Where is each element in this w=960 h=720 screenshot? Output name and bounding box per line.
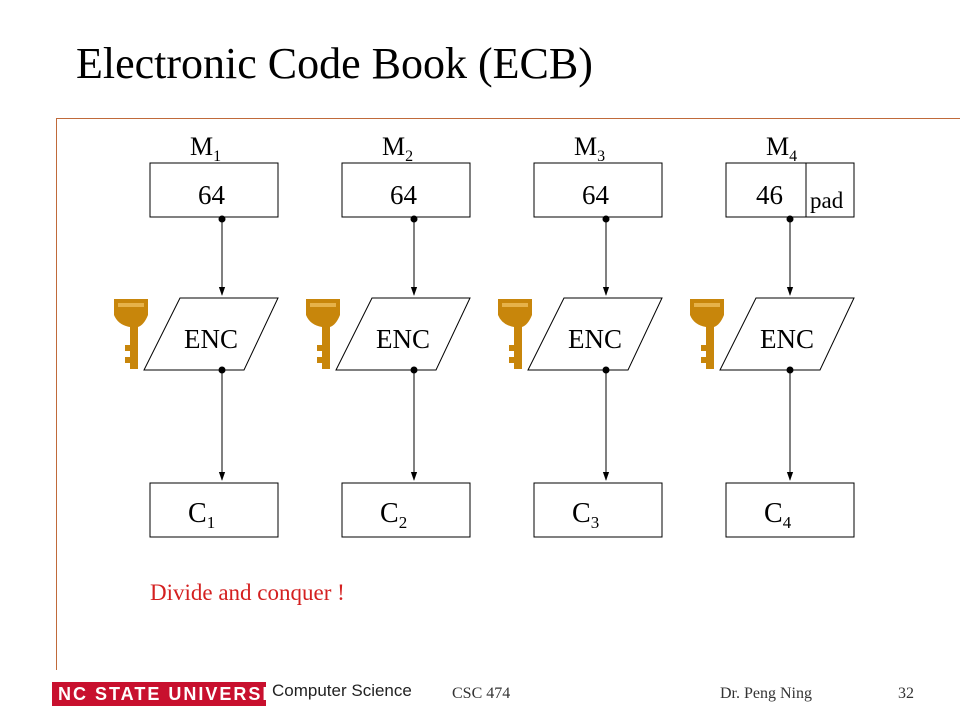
block-size-label: 46 — [756, 180, 783, 210]
enc-box — [527, 297, 663, 371]
cipher-block — [149, 482, 279, 538]
pad-label: pad — [810, 188, 844, 213]
key-icon — [306, 299, 340, 369]
enc-label: ENC — [568, 324, 622, 354]
enc-label: ENC — [184, 324, 238, 354]
title-rule — [56, 118, 960, 119]
cipher-label: C1 — [188, 498, 215, 532]
message-block — [533, 162, 663, 218]
block-size-label: 64 — [390, 180, 418, 210]
author-name: Dr. Peng Ning — [720, 685, 812, 702]
cipher-label: C2 — [380, 498, 407, 532]
key-icon — [114, 299, 148, 369]
tagline: Divide and conquer ! — [150, 580, 345, 605]
message-block — [149, 162, 279, 218]
enc-box — [335, 297, 471, 371]
message-label: M1 — [190, 132, 221, 165]
message-block — [725, 162, 855, 218]
key-icon — [498, 299, 532, 369]
page-number: 32 — [898, 685, 914, 702]
message-label: M3 — [574, 132, 605, 165]
block-size-label: 64 — [198, 180, 226, 210]
cipher-block — [725, 482, 855, 538]
key-icon — [690, 299, 724, 369]
slide-title: Electronic Code Book (ECB) — [76, 39, 593, 88]
department-name: Computer Science — [272, 681, 412, 700]
message-label: M4 — [766, 132, 797, 165]
enc-box — [719, 297, 855, 371]
enc-box — [143, 297, 279, 371]
cipher-label: C3 — [572, 498, 599, 532]
enc-label: ENC — [376, 324, 430, 354]
footer: NC STATE UNIVERSITY Computer Science CSC… — [0, 676, 960, 712]
message-block — [341, 162, 471, 218]
message-label: M2 — [382, 132, 413, 165]
left-rule — [56, 118, 57, 670]
cipher-block — [341, 482, 471, 538]
course-code: CSC 474 — [452, 685, 511, 702]
enc-label: ENC — [760, 324, 814, 354]
cipher-label: C4 — [764, 498, 792, 532]
block-size-label: 64 — [582, 180, 610, 210]
cipher-block — [533, 482, 663, 538]
university-logo: NC STATE UNIVERSITY — [52, 682, 266, 706]
